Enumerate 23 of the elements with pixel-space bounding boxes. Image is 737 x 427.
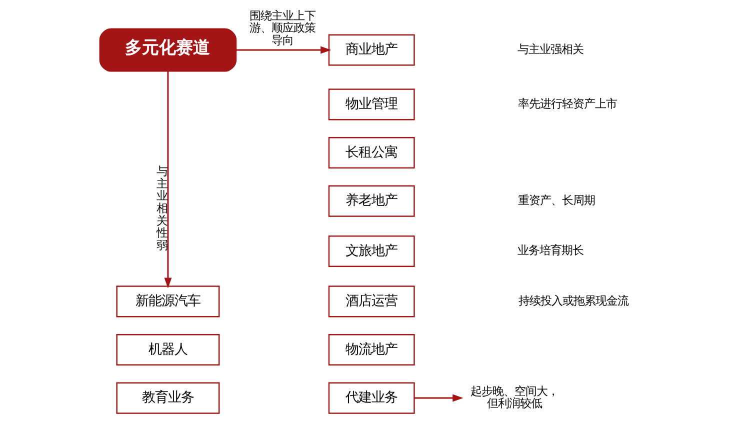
node-box: 代建业务: [328, 382, 414, 414]
label: 持续投入或拖累现金流: [518, 293, 628, 308]
edge-label: 与主业相关性弱: [156, 164, 167, 252]
node-box: 长租公寓: [328, 136, 414, 169]
node-box: 多元化赛道: [98, 28, 236, 72]
node-box: 教育业务: [116, 382, 220, 414]
node-box: 机器人: [116, 334, 220, 366]
label: 与主业强相关: [517, 42, 584, 56]
node-box: 物业管理: [328, 88, 414, 120]
label: 业务培育期长: [517, 243, 584, 258]
label: 重资产、长周期: [517, 192, 594, 207]
edge-label: 围绕主业上下游、顺应政策导向: [249, 8, 316, 47]
node-box: 新能源汽车: [116, 286, 220, 318]
label: 率先进行轻资产上市: [518, 96, 617, 110]
node-box: 文旅地产: [328, 235, 414, 268]
node-box: 酒店运营: [328, 286, 414, 318]
node-box: 物流地产: [328, 334, 414, 366]
node-text: 起步晚、空间大，但利润较低: [470, 384, 558, 410]
arrow: [164, 71, 172, 288]
node-box: 养老地产: [328, 185, 414, 217]
arrow: [414, 394, 463, 402]
node-box: 商业地产: [328, 34, 414, 66]
arrow: [236, 46, 331, 54]
